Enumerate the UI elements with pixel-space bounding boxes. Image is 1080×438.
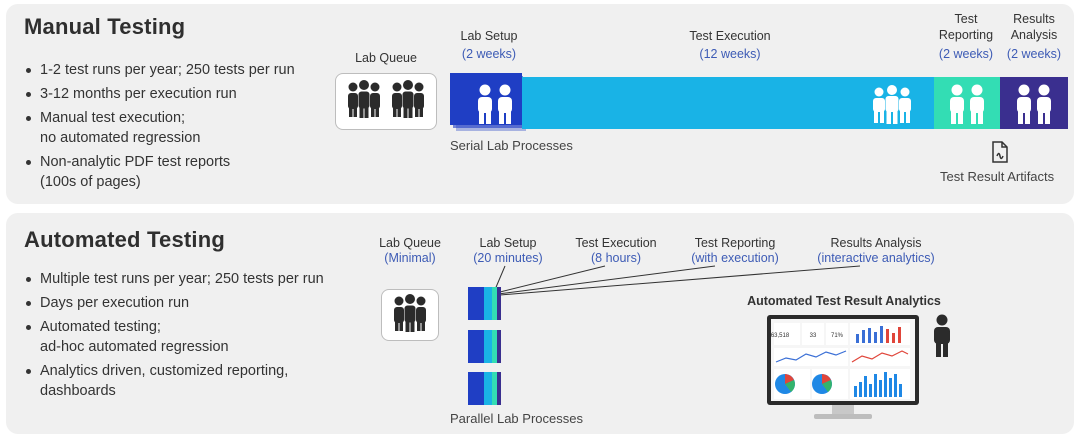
manual-lab-queue-label: Lab Queue: [355, 51, 417, 65]
parallel-lab-process: [468, 287, 501, 320]
auto-phase-test-execution-label: Test Execution: [575, 236, 657, 250]
auto-phase-lab-setup-duration: (20 minutes): [473, 251, 543, 265]
dashboard-kpi-1: 63,518: [770, 333, 790, 339]
parallel-lab-processes-caption: Parallel Lab Processes: [450, 411, 583, 426]
people-group-icon: [389, 79, 427, 124]
automated-bullet-2: Days per execution run: [24, 293, 374, 313]
auto-phase-test-reporting-label: Test Reporting: [694, 236, 776, 250]
auto-phase-test-execution-duration: (8 hours): [590, 251, 642, 265]
manual-phase-test-reporting-duration: (2 weeks): [938, 47, 994, 61]
manual-bullet-1: 1-2 test runs per year; 250 tests per ru…: [24, 60, 334, 80]
dashboard-kpi-2: 33: [809, 333, 817, 339]
automated-bullet-3: Automated testing; ad-hoc automated regr…: [24, 317, 374, 357]
manual-bullet-2: 3-12 months per execution run: [24, 84, 334, 104]
people-pair-icon: [474, 83, 516, 130]
auto-phase-test-reporting-duration: (with execution): [691, 251, 779, 265]
auto-phase-results-analysis-label: Results Analysis: [830, 236, 922, 250]
manual-phase-test-execution-duration: (12 weeks): [699, 47, 761, 61]
manual-phase-test-reporting-label: Test Reporting: [938, 12, 994, 42]
parallel-lab-process: [468, 372, 501, 405]
manual-bullet-4: Non-analytic PDF test reports (100s of p…: [24, 152, 334, 192]
manual-phase-test-execution-label: Test Execution: [689, 29, 771, 43]
people-pair-icon: [946, 83, 988, 130]
manual-testing-title: Manual Testing: [24, 14, 186, 39]
auto-phase-lab-setup-label: Lab Setup: [479, 236, 537, 250]
people-group-icon: [345, 79, 383, 124]
manual-phase-lab-setup-duration: (2 weeks): [461, 47, 517, 61]
test-reporting-segment: [934, 77, 1000, 129]
manual-lab-queue-box: [335, 73, 437, 130]
auto-phase-lab-queue-label: Lab Queue: [379, 236, 441, 250]
people-group-icon: [870, 83, 914, 130]
parallel-lab-process: [468, 330, 501, 363]
automated-bullet-4: Analytics driven, customized reporting, …: [24, 361, 374, 401]
results-analysis-segment: [1000, 77, 1068, 129]
automated-testing-title: Automated Testing: [24, 227, 225, 252]
manual-phase-results-analysis-duration: (2 weeks): [1006, 47, 1062, 61]
manual-phase-results-analysis-label: Results Analysis: [1010, 12, 1058, 42]
auto-phase-results-analysis-duration: (interactive analytics): [817, 251, 935, 265]
document-icon: [990, 141, 1010, 168]
auto-lab-queue-box: [381, 289, 439, 341]
test-result-artifacts-caption: Test Result Artifacts: [940, 169, 1055, 184]
automated-bullet-1: Multiple test runs per year; 250 tests p…: [24, 269, 374, 289]
automated-testing-bullets: Multiple test runs per year; 250 tests p…: [24, 269, 374, 405]
people-group-icon: [391, 293, 429, 338]
manual-testing-bullets: 1-2 test runs per year; 250 tests per ru…: [24, 60, 334, 196]
dashboard-kpi-3: 71%: [830, 333, 843, 339]
serial-lab-processes-caption: Serial Lab Processes: [450, 138, 573, 153]
people-pair-icon: [1013, 83, 1055, 130]
monitor-icon: [766, 314, 920, 427]
test-execution-segment: [522, 77, 934, 129]
manual-bullet-3: Manual test execution; no automated regr…: [24, 108, 334, 148]
person-icon: [931, 314, 953, 363]
auto-phase-lab-queue-duration: (Minimal): [384, 251, 436, 265]
automated-test-result-analytics-caption: Automated Test Result Analytics: [747, 294, 941, 308]
manual-phase-lab-setup-label: Lab Setup: [460, 29, 518, 43]
